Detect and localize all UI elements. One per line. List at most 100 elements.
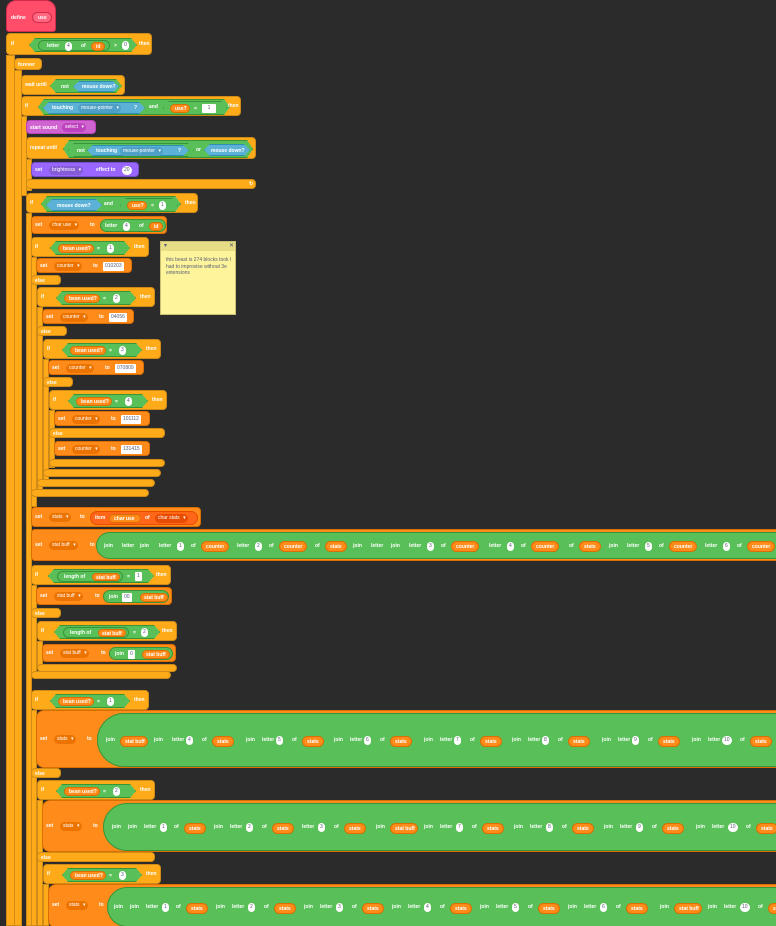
stat-buff-variable[interactable]: stat buff xyxy=(98,629,126,637)
equals-operator[interactable]: bean used? = 3 xyxy=(62,868,142,882)
set-counter-block[interactable]: set counter to 010203 xyxy=(36,258,132,273)
and-operator[interactable]: mouse down? and use? = 1 xyxy=(41,196,181,212)
if-mouse-down-block[interactable]: if mouse down? and use? = 1 then xyxy=(26,193,198,213)
stats-variable[interactable]: stats xyxy=(362,903,384,914)
bean-used-variable[interactable]: bean used? xyxy=(76,397,112,406)
stats-dropdown[interactable]: stats xyxy=(54,735,76,744)
stats-variable[interactable]: stats xyxy=(186,903,208,914)
comment-text[interactable]: this beast is 274 blocks took I had to i… xyxy=(166,257,232,276)
stats-variable[interactable]: stats xyxy=(756,823,776,834)
counter-dropdown[interactable]: counter xyxy=(66,364,94,373)
letter-index-input[interactable]: 4 xyxy=(424,903,431,912)
or-operator[interactable]: not touching mouse-pointer ? or mouse do… xyxy=(63,140,253,158)
value-input[interactable]: 1 xyxy=(137,573,140,579)
mouse-down-sensing[interactable]: mouse down? xyxy=(73,81,119,92)
stat-buff-variable[interactable]: stat buff xyxy=(142,650,170,659)
compare-value-input[interactable]: 0 xyxy=(124,42,127,48)
letter-index-input[interactable]: 5 xyxy=(276,736,283,745)
join-reporter[interactable]: join join letter 1 of stats join letter … xyxy=(107,887,776,926)
counter-value-input[interactable]: 131415 xyxy=(121,445,142,454)
counter-value-input[interactable]: 070809 xyxy=(115,364,136,373)
counter-value-input[interactable]: 101112 xyxy=(121,415,141,424)
letter-index-input[interactable]: 5 xyxy=(645,542,652,551)
not-operator[interactable]: not touching mouse-pointer ? xyxy=(68,143,194,157)
use-variable[interactable]: use? xyxy=(170,104,190,113)
letter-index-input[interactable]: 10 xyxy=(722,736,732,745)
counter-variable[interactable]: counter xyxy=(747,541,775,552)
letter-index-input[interactable]: 9 xyxy=(632,736,639,745)
stats-variable[interactable]: stats xyxy=(568,736,590,747)
stats-variable[interactable]: stats xyxy=(212,736,234,747)
counter-variable[interactable]: counter xyxy=(531,541,559,552)
join-reporter[interactable]: join stat buff join letter 4 of stats jo… xyxy=(97,713,776,767)
stats-variable[interactable]: stats xyxy=(572,823,594,834)
letter-index-input[interactable]: 6 xyxy=(364,736,371,745)
set-stat-buff-block[interactable]: set stat buff to join 00 stat buff xyxy=(36,587,172,605)
letter-index-input[interactable]: 4 xyxy=(186,736,193,745)
equals-operator[interactable]: bean used? = 2 xyxy=(56,784,136,798)
equals-operator[interactable]: bean used? = 1 xyxy=(50,241,130,255)
stats-dropdown[interactable]: stats xyxy=(49,513,71,522)
if-touching-block[interactable]: if touching mouse-pointer ? and use? = 1… xyxy=(21,96,241,116)
bean-used-variable[interactable]: bean used? xyxy=(58,244,94,253)
counter-value-input[interactable]: 04056 xyxy=(109,313,127,322)
value-input[interactable]: 1 xyxy=(202,104,216,113)
letter-index-input[interactable]: 5 xyxy=(512,903,519,912)
if-bean-used-2b[interactable]: if bean used? = 2 then xyxy=(37,780,155,800)
letter-index-input[interactable]: 2 xyxy=(246,823,253,832)
id-variable[interactable]: id xyxy=(91,42,105,51)
join-reporter[interactable]: join 00 stat buff xyxy=(103,590,169,603)
if-bean-used-3[interactable]: if bean used? = 3 then xyxy=(43,339,161,359)
define-block[interactable]: define use xyxy=(6,0,56,32)
stats-variable[interactable]: stats xyxy=(750,736,772,747)
letter-index-input[interactable]: 4 xyxy=(67,43,70,49)
letter-index-input[interactable]: 1 xyxy=(160,823,167,832)
equals-operator[interactable]: use? = 1 xyxy=(163,101,227,115)
stats-dropdown[interactable]: stats xyxy=(66,901,88,910)
effect-dropdown[interactable]: brightness xyxy=(49,166,84,175)
stats-variable[interactable]: stats xyxy=(390,736,412,747)
letter-index-input[interactable]: 4 xyxy=(123,222,130,231)
stats-variable[interactable]: stats xyxy=(662,823,684,834)
greater-than-operator[interactable]: letter 4 of id > 0 xyxy=(29,38,137,52)
if-bean-used-1b[interactable]: if bean used? = 1 then xyxy=(31,690,149,710)
bean-used-variable[interactable]: bean used? xyxy=(70,346,106,355)
effect-value-input[interactable]: 20 xyxy=(122,166,132,175)
if-bean-used-3b[interactable]: if bean used? = 3 then xyxy=(43,864,161,884)
value-input[interactable]: 1 xyxy=(161,202,164,208)
char-use-variable[interactable]: char use xyxy=(109,514,141,523)
letter-index-input[interactable]: 3 xyxy=(427,542,434,551)
join-reporter[interactable]: join letter join letter 1 of counter let… xyxy=(96,532,776,559)
forever-block[interactable]: forever xyxy=(14,58,42,70)
set-stats-join-block-1[interactable]: set stats to join stat buff join letter … xyxy=(36,710,776,768)
wait-until-block[interactable]: wait until not mouse down? xyxy=(21,75,125,95)
counter-dropdown[interactable]: counter xyxy=(54,262,82,271)
stats-variable[interactable]: stats xyxy=(450,903,472,914)
letter-index-input[interactable]: 1 xyxy=(162,903,169,912)
stats-variable[interactable]: stats xyxy=(272,823,294,834)
set-stats-block[interactable]: set stats to item char use of char stats xyxy=(31,507,201,527)
and-operator[interactable]: touching mouse-pointer ? and use? = 1 xyxy=(38,99,230,115)
letter-index-input[interactable]: 1 xyxy=(177,542,184,551)
letter-index-input[interactable]: 3 xyxy=(336,903,343,912)
stats-variable[interactable]: stats xyxy=(344,823,366,834)
value-input[interactable]: 2 xyxy=(115,788,118,794)
equals-operator[interactable]: length of stat buff = 1 xyxy=(48,569,154,583)
letter-index-input[interactable]: 10 xyxy=(728,823,738,832)
stat-buff-dropdown[interactable]: stat buff xyxy=(49,541,78,550)
touching-sensing[interactable]: touching mouse-pointer ? xyxy=(43,102,145,114)
set-counter-block[interactable]: set counter to 101112 xyxy=(54,411,150,426)
if-length-1[interactable]: if length of stat buff = 1 then xyxy=(31,565,171,585)
stat-buff-variable[interactable]: stat buff xyxy=(140,593,168,602)
stats-variable[interactable]: stats xyxy=(768,903,776,914)
counter-variable[interactable]: counter xyxy=(669,541,697,552)
letter-index-input[interactable]: 7 xyxy=(454,736,461,745)
stats-variable[interactable]: stats xyxy=(302,736,324,747)
stats-variable[interactable]: stats xyxy=(325,541,347,552)
value-input[interactable]: 2 xyxy=(115,295,118,301)
letter-index-input[interactable]: 7 xyxy=(456,823,463,832)
letter-index-input[interactable]: 4 xyxy=(507,542,514,551)
counter-variable[interactable]: counter xyxy=(201,541,229,552)
equals-operator[interactable]: use? = 1 xyxy=(120,198,178,212)
